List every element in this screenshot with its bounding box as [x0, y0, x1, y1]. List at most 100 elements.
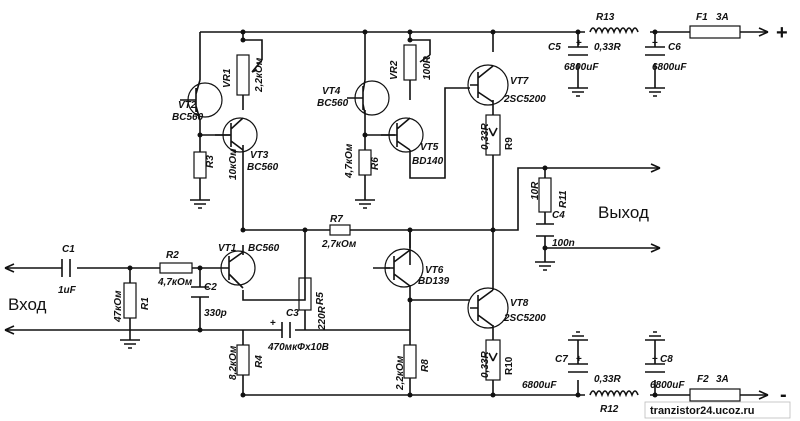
negative-supply-sign: - — [780, 384, 787, 406]
positive-supply-sign: + — [776, 22, 788, 44]
ground-icon — [355, 199, 375, 209]
resistors — [123, 25, 741, 402]
label-r10: R10 — [504, 356, 515, 375]
label-vt7: VT7 — [510, 76, 529, 87]
label-r2: R2 — [166, 250, 179, 261]
resistor-r5-body — [298, 277, 312, 311]
transistor-vt6-symbol — [384, 248, 424, 288]
label-r10-value: 0,33R — [480, 351, 491, 378]
label-r8-value: 2,2кОм — [395, 355, 406, 391]
resistor-r13-body — [589, 27, 639, 35]
label-r6: R6 — [370, 157, 381, 170]
label-r1: R1 — [140, 297, 151, 310]
junction-dots — [127, 29, 658, 398]
label-c1-value: 1uF — [58, 285, 77, 296]
transistor-vt7-symbol — [467, 64, 509, 106]
label-vt8-part: 2SC5200 — [503, 313, 546, 324]
label-c8-value: 6800uF — [650, 380, 685, 391]
capacitor-c1-symbol — [61, 259, 71, 277]
polarity-plus-c6: + — [652, 38, 658, 49]
resistor-r9-body — [485, 114, 501, 156]
label-vt3-part: BC560 — [247, 162, 279, 173]
watermark-text: tranzistor24.ucoz.ru — [650, 405, 755, 417]
capacitor-c6-symbol — [645, 46, 665, 56]
resistor-r10-body — [485, 339, 501, 381]
polarity-plus-c5: + — [576, 38, 582, 49]
ground-icon — [535, 261, 555, 271]
label-c3-value: 470мкФх10В — [267, 342, 329, 353]
label-vt4-part: BC560 — [317, 98, 349, 109]
capacitor-c7-symbol — [568, 363, 588, 373]
label-r6-value: 4,7кОм — [344, 143, 355, 179]
fuse-f1-body — [689, 25, 741, 39]
label-vt4: VT4 — [322, 86, 341, 97]
label-vt6-part: BD139 — [418, 276, 450, 287]
resistor-r2-body — [159, 262, 193, 274]
resistor-r1-body — [123, 282, 137, 319]
capacitors — [61, 46, 665, 373]
label-r1-value: 47кОм — [113, 290, 124, 323]
label-r11-value: 10R — [530, 181, 541, 200]
label-r4-value: 8,2кОм — [228, 345, 239, 380]
label-f1-value: 3A — [716, 12, 729, 23]
label-r7-value: 2,7кОм — [321, 239, 357, 250]
ground-icon — [568, 87, 588, 97]
resistor-r4-body — [236, 344, 250, 376]
vr1-wiper — [251, 59, 263, 73]
label-c7: C7 — [555, 354, 568, 365]
input-label: Вход — [8, 295, 47, 314]
ground-icon — [645, 87, 665, 97]
label-f2: F2 — [697, 374, 709, 385]
label-c7-value: 6800uF — [522, 380, 557, 391]
label-c4: C4 — [552, 210, 565, 221]
label-r9: R9 — [504, 137, 515, 150]
label-vt1: VT1 — [218, 243, 237, 254]
resistor-vr2-body — [403, 44, 417, 81]
resistor-r12-body — [589, 390, 639, 398]
label-vt8: VT8 — [510, 298, 529, 309]
r9-v-mark — [488, 127, 498, 137]
transistor-vt3-symbol — [215, 117, 258, 153]
label-vr2: VR2 — [389, 60, 400, 80]
transistor-vt4-symbol — [347, 79, 390, 116]
label-vt1-part: BC560 — [248, 243, 280, 254]
label-vr1: VR1 — [222, 68, 233, 88]
capacitor-c8-symbol — [645, 363, 665, 373]
label-c4-value: 100n — [552, 238, 575, 249]
io-labels: Вход Выход + - — [8, 22, 788, 406]
label-f2-value: 3A — [716, 374, 729, 385]
ground-icon — [645, 331, 665, 341]
polarity-plus-c3: + — [270, 318, 276, 329]
resistor-r3-body — [193, 151, 207, 179]
r10-v-mark — [488, 352, 498, 362]
label-r4: R4 — [254, 355, 265, 368]
transistor-vt1-symbol — [220, 250, 256, 289]
transistor-vt2-symbol — [180, 79, 223, 121]
label-vt2: VT2 — [178, 100, 197, 111]
label-r8: R8 — [420, 359, 431, 372]
vr2-wiper — [419, 54, 431, 63]
label-r12-value: 0,33R — [594, 374, 621, 385]
label-r9-value: 0,33R — [480, 123, 491, 150]
label-vt3: VT3 — [250, 150, 269, 161]
label-c6: C6 — [668, 42, 681, 53]
label-r3-value: 10кОм — [228, 148, 239, 180]
label-vt2-part: BC560 — [172, 112, 204, 123]
capacitor-c3-symbol — [281, 322, 291, 338]
resistor-r6-body — [358, 149, 372, 176]
transistor-vt8-symbol — [467, 287, 509, 329]
output-label: Выход — [598, 203, 649, 222]
capacitor-c4-symbol — [536, 223, 554, 237]
label-vt7-part: 2SC5200 — [503, 94, 546, 105]
label-r7: R7 — [330, 214, 343, 225]
label-r2-value: 4,7кОм — [157, 277, 193, 288]
label-c5-value: 6800uF — [564, 62, 599, 73]
resistor-r11-body — [538, 177, 552, 213]
ground-icon — [568, 331, 588, 341]
resistor-r7-body — [329, 224, 351, 236]
transistor-vt5-symbol — [381, 117, 424, 153]
component-labels: VT2 BC560 VT3 BC560 VT4 BC560 VT5 BD140 … — [58, 12, 729, 415]
label-f1: F1 — [696, 12, 708, 23]
